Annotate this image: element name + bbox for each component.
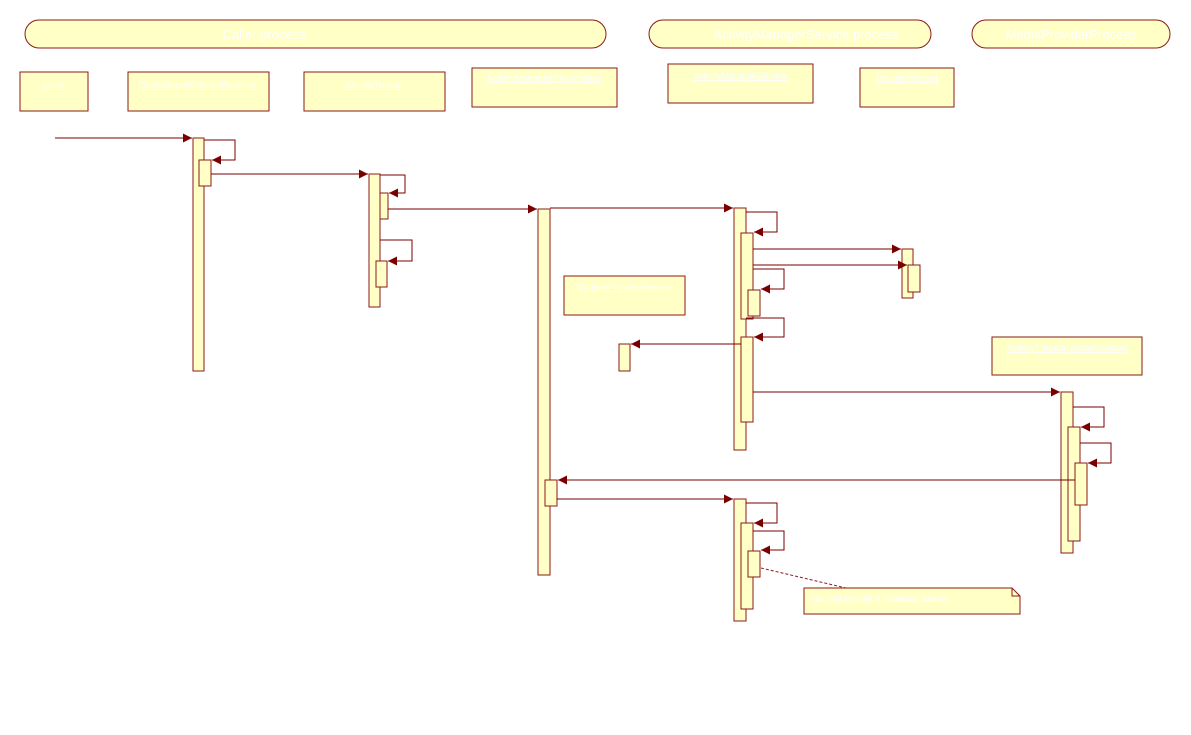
activation-bar bbox=[747, 289, 761, 317]
self-message-arrow bbox=[380, 239, 413, 266]
object-activity-thread-label: ActivityThread bbox=[345, 80, 402, 90]
self-message-arrow bbox=[753, 530, 785, 555]
activation-bar bbox=[198, 159, 212, 187]
object-process-record-label: ProcessRecord bbox=[876, 73, 938, 83]
self-message-arrow bbox=[753, 268, 785, 294]
self-message-arrow bbox=[746, 502, 778, 528]
activation-bar bbox=[537, 208, 551, 576]
process-caller: Caller process bbox=[24, 19, 607, 49]
process-media-provider: MediaProviderProcess bbox=[971, 19, 1171, 49]
activation-bar bbox=[618, 343, 631, 372]
activation-bar bbox=[192, 137, 205, 372]
activation-bar bbox=[544, 479, 558, 507]
process-media-provider-label: MediaProviderProcess bbox=[1006, 27, 1137, 42]
activation-bar bbox=[740, 336, 754, 423]
self-message-arrow bbox=[746, 211, 778, 237]
activation-bar bbox=[375, 260, 388, 288]
self-message-arrow bbox=[1080, 442, 1112, 468]
object-activity-thread: ActivityThread bbox=[303, 71, 446, 112]
activation-bar bbox=[1074, 462, 1088, 506]
self-message-arrow bbox=[1073, 406, 1105, 432]
process-ams-label: ActivityManagerService process bbox=[714, 27, 899, 42]
object-activity-manager-proxy: ActivityManagerProxy/Native bbox=[471, 67, 618, 108]
object-activity-manager-proxy-label: ActivityManagerProxy/Native bbox=[486, 73, 601, 83]
self-message-arrow bbox=[380, 174, 406, 198]
process-activity-manager-service: ActivityManagerService process bbox=[648, 19, 932, 49]
object-activity-manager-service: ActivityManagerService bbox=[667, 63, 814, 104]
object-caller-label: caller bbox=[43, 80, 65, 90]
self-message-arrow bbox=[204, 139, 236, 165]
object-context-impl: ContextImpl/ContentResolver bbox=[127, 71, 270, 112]
note-anchor-line bbox=[760, 567, 847, 589]
object-media-provider-thread: ActivityThread(MediaProvider) bbox=[991, 336, 1143, 376]
object-caller: caller bbox=[19, 71, 89, 112]
object-activity-manager-service-label: ActivityManagerService bbox=[693, 71, 787, 81]
object-content-provider-record: ContentProviderRecord bbox=[563, 275, 686, 316]
object-content-provider-record-label: ContentProviderRecord bbox=[577, 282, 671, 292]
object-media-provider-thread-label: ActivityThread(MediaProvider) bbox=[1006, 343, 1127, 353]
note-text: wait until provider is installed/publish… bbox=[809, 594, 948, 603]
object-process-record: ProcessRecord bbox=[859, 67, 955, 108]
activation-bar bbox=[747, 550, 761, 578]
note: wait until provider is installed/publish… bbox=[803, 587, 1021, 615]
activation-bar bbox=[907, 264, 921, 293]
object-context-impl-label: ContextImpl/ContentResolver bbox=[139, 80, 257, 90]
activation-bar bbox=[379, 192, 389, 220]
self-message-arrow bbox=[746, 317, 785, 342]
process-caller-label: Caller process bbox=[222, 27, 306, 42]
